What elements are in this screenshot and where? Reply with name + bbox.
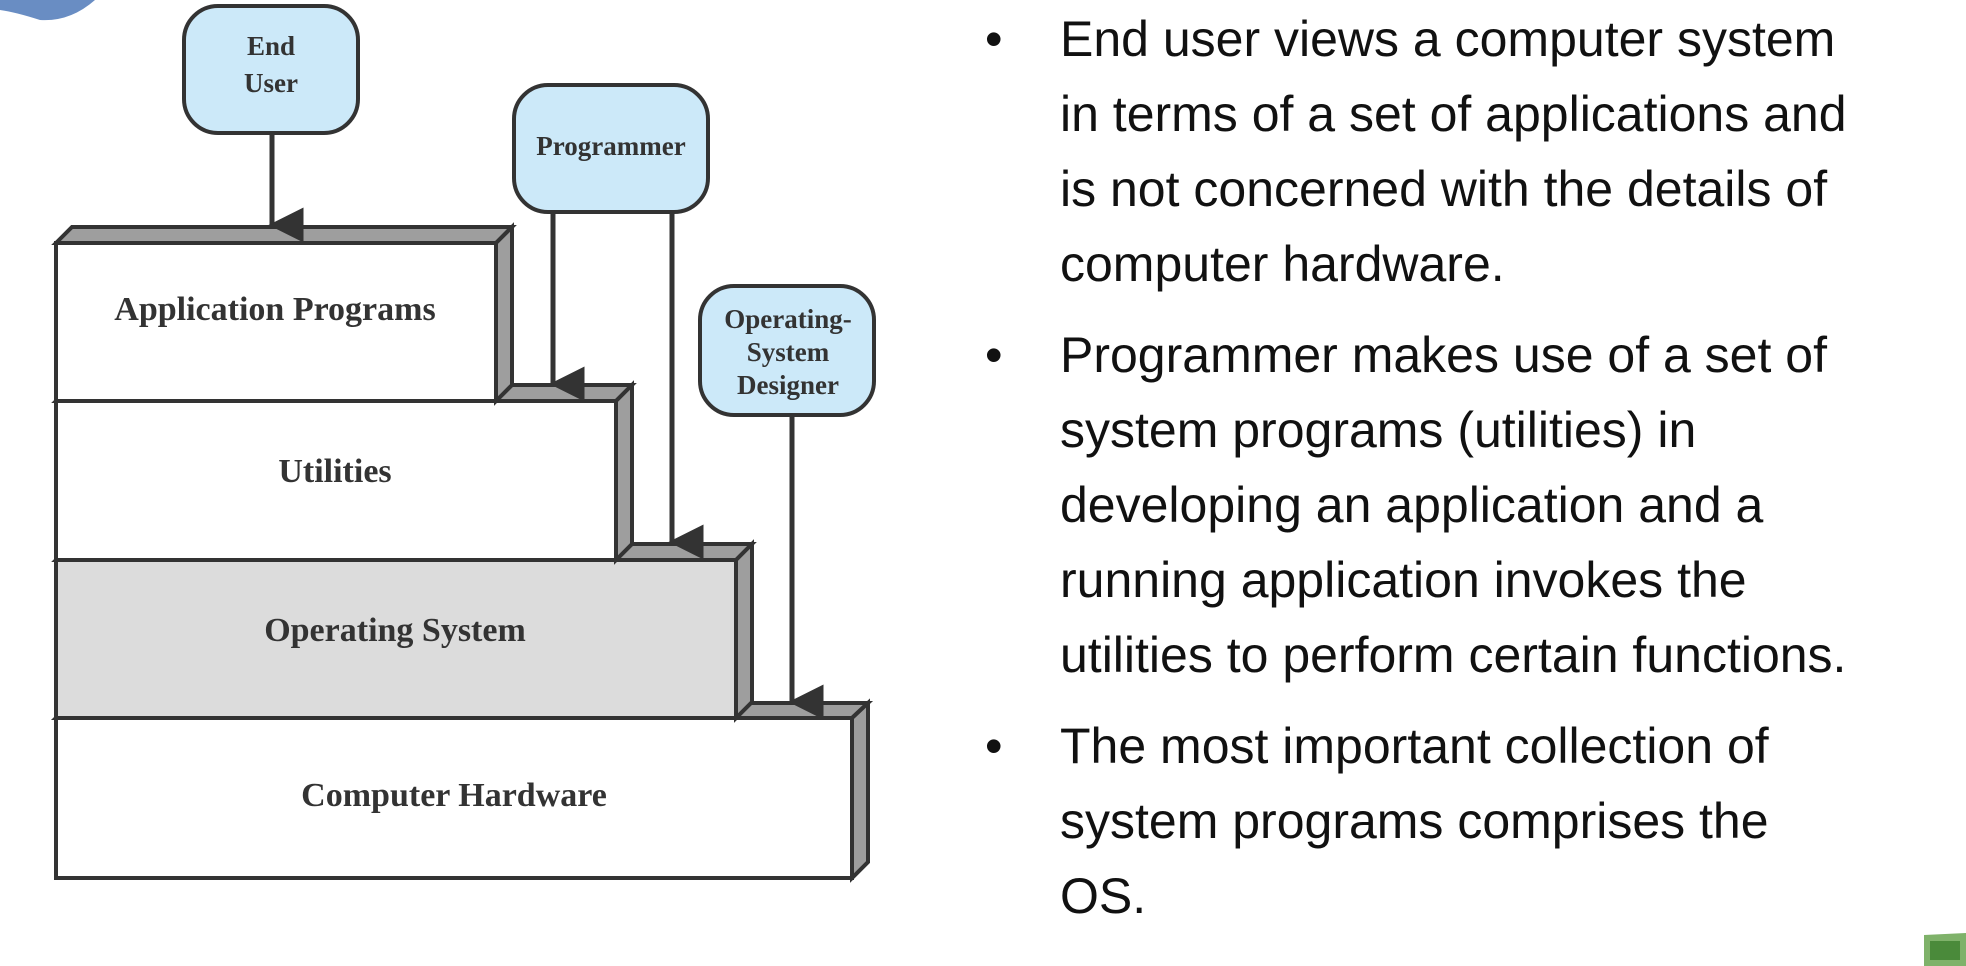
actor-label-os-designer-line1: Operating- (724, 304, 852, 334)
actor-label-os-designer-line2: System (747, 337, 830, 367)
layer-computer-hardware: Computer Hardware (50, 698, 874, 883)
bullet-line: running application invokes the (1060, 552, 1747, 608)
bullet-dot: • (985, 718, 1003, 774)
layer-label-computer-hardware: Computer Hardware (301, 777, 607, 814)
bullet-line: developing an application and a (1060, 477, 1764, 533)
top-left-decoration (0, 0, 95, 21)
bullet-item-programmer: • Programmer makes use of a set of syste… (985, 318, 1965, 693)
layer-label-utilities: Utilities (278, 453, 391, 490)
bullet-line: End user views a computer system (1060, 11, 1836, 67)
bullet-dot: • (985, 327, 1003, 383)
bullet-list: • End user views a computer system in te… (985, 2, 1965, 950)
bullet-line: is not concerned with the details of (1060, 161, 1828, 217)
bullet-line: The most important collection of (1060, 718, 1769, 774)
bullet-item-os: • The most important collection of syste… (985, 709, 1965, 934)
bullet-line: system programs (utilities) in (1060, 402, 1697, 458)
bullet-line: in terms of a set of applications and (1060, 86, 1847, 142)
actor-programmer: Programmer (512, 83, 710, 214)
bullet-line: OS. (1060, 868, 1147, 924)
actor-label-end-user-line2: User (244, 68, 298, 98)
layer-operating-system: Operating System (51, 539, 757, 723)
bullet-line: Programmer makes use of a set of (1060, 327, 1827, 383)
actor-label-end-user-line1: End (247, 31, 295, 61)
layer-application-programs: Application Programs (51, 222, 517, 406)
actor-os-designer: Operating- System Designer (698, 284, 876, 417)
actor-end-user: End User (182, 4, 360, 135)
bullet-line: utilities to perform certain functions. (1060, 627, 1847, 683)
os-layers-diagram: Computer Hardware Operating System Utili… (50, 4, 876, 883)
bullet-item-end-user: • End user views a computer system in te… (985, 2, 1965, 302)
actor-label-os-designer-line3: Designer (737, 370, 839, 400)
bullet-line: computer hardware. (1060, 236, 1505, 292)
layer-label-operating-system: Operating System (264, 612, 526, 649)
layer-label-application-programs: Application Programs (114, 291, 435, 328)
bottom-right-decoration (1924, 933, 1966, 966)
bullet-line: system programs comprises the (1060, 793, 1769, 849)
bullet-dot: • (985, 11, 1003, 67)
actor-label-programmer: Programmer (536, 131, 685, 161)
layer-utilities: Utilities (51, 380, 637, 565)
